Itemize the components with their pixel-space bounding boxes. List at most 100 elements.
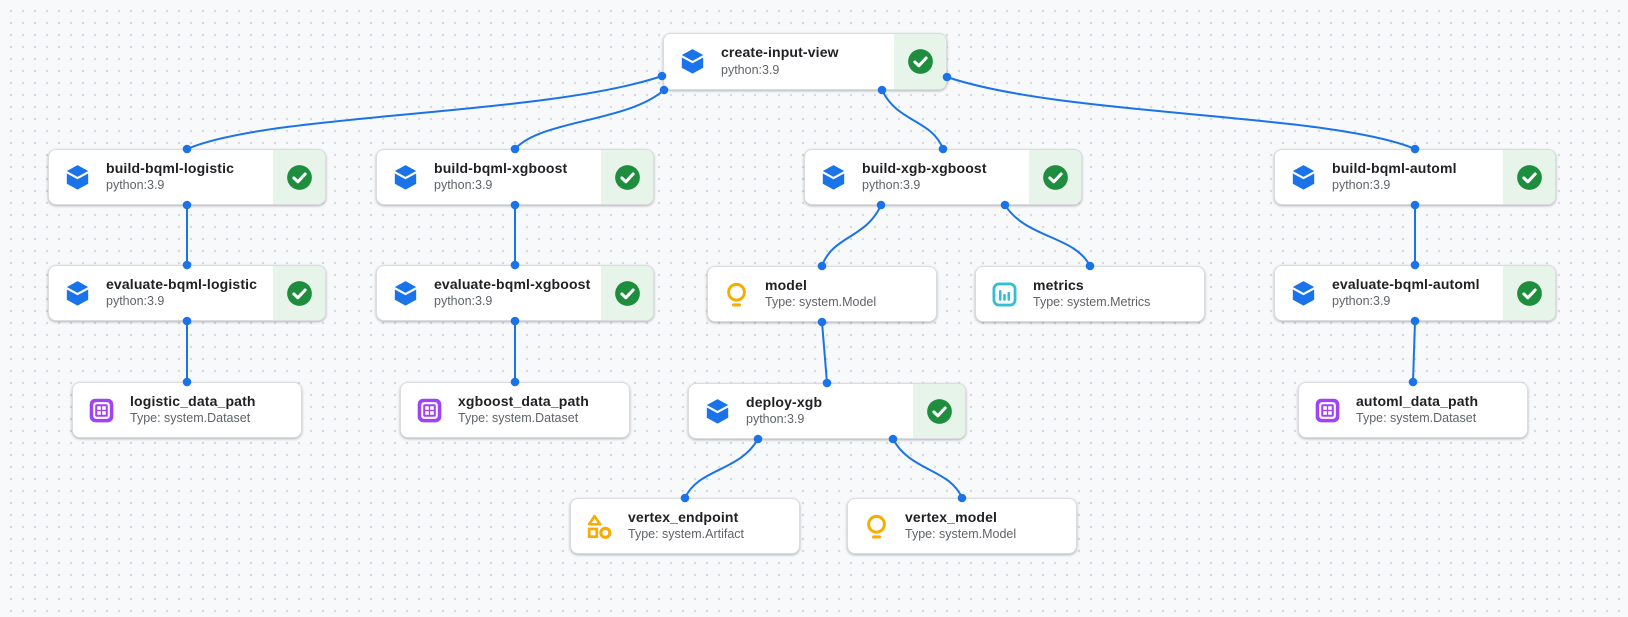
success-check-icon xyxy=(1516,164,1543,191)
pipeline-edge-create-input-view-to-build-bqml-xgboost xyxy=(514,89,665,150)
node-title: create-input-view xyxy=(721,44,839,61)
node-title: model xyxy=(765,276,807,293)
node-title: xgboost_data_path xyxy=(458,392,589,409)
node-subtitle: Type: system.Dataset xyxy=(458,411,579,426)
node-subtitle: python:3.9 xyxy=(434,294,493,309)
pipeline-node-build-bqml-xgboost[interactable]: build-bqml-xgboost python:3.9 xyxy=(376,149,654,205)
dataset-icon xyxy=(1314,397,1341,424)
node-title: evaluate-bqml-automl xyxy=(1332,275,1480,292)
status-succeeded-panel xyxy=(273,150,325,204)
node-subtitle: Type: system.Model xyxy=(765,295,877,310)
node-title: deploy-xgb xyxy=(746,393,823,410)
node-title: logistic_data_path xyxy=(130,392,256,409)
node-subtitle: Type: system.Artifact xyxy=(628,527,745,542)
node-subtitle: Type: system.Dataset xyxy=(1356,411,1477,426)
pipeline-node-evaluate-bqml-automl[interactable]: evaluate-bqml-automl python:3.9 xyxy=(1274,265,1556,321)
node-title: build-bqml-xgboost xyxy=(434,159,568,176)
dataset-icon xyxy=(416,397,443,424)
lightbulb-icon xyxy=(723,281,750,308)
node-subtitle: python:3.9 xyxy=(862,178,921,193)
cube-icon xyxy=(392,280,419,307)
node-text: build-bqml-automl python:3.9 xyxy=(1332,159,1463,193)
status-succeeded-panel xyxy=(1503,266,1555,320)
status-succeeded-panel xyxy=(913,384,965,438)
pipeline-edge-evaluate-bqml-automl-to-automl-data-path xyxy=(1412,320,1416,383)
pipeline-edge-create-input-view-to-build-bqml-logistic xyxy=(186,75,663,150)
node-text: evaluate-bqml-xgboost python:3.9 xyxy=(434,275,596,309)
status-succeeded-panel xyxy=(1503,150,1555,204)
node-subtitle: python:3.9 xyxy=(746,412,805,427)
pipeline-node-build-bqml-automl[interactable]: build-bqml-automl python:3.9 xyxy=(1274,149,1556,205)
pipeline-node-build-xgb-xgboost[interactable]: build-xgb-xgboost python:3.9 xyxy=(804,149,1082,205)
success-check-icon xyxy=(286,164,313,191)
pipeline-node-evaluate-bqml-xgboost[interactable]: evaluate-bqml-xgboost python:3.9 xyxy=(376,265,654,321)
success-check-icon xyxy=(1042,164,1069,191)
node-subtitle: python:3.9 xyxy=(106,178,165,193)
node-title: evaluate-bqml-xgboost xyxy=(434,275,591,292)
cube-icon xyxy=(679,48,706,75)
pipeline-edge-build-xgb-xgboost-to-metrics xyxy=(1004,204,1091,267)
pipeline-edge-build-xgb-xgboost-to-model xyxy=(821,204,882,267)
cube-icon xyxy=(820,164,847,191)
pipeline-edge-create-input-view-to-build-bqml-automl xyxy=(946,76,1416,150)
success-check-icon xyxy=(286,280,313,307)
node-title: build-bqml-automl xyxy=(1332,159,1457,176)
node-text: build-bqml-xgboost python:3.9 xyxy=(434,159,573,193)
cube-icon xyxy=(64,164,91,191)
cube-icon xyxy=(704,398,731,425)
node-title: automl_data_path xyxy=(1356,392,1479,409)
status-succeeded-panel xyxy=(894,34,946,89)
node-title: build-xgb-xgboost xyxy=(862,159,987,176)
node-title: evaluate-bqml-logistic xyxy=(106,275,258,292)
pipeline-node-deploy-xgb[interactable]: deploy-xgb python:3.9 xyxy=(688,383,966,439)
node-text: build-xgb-xgboost python:3.9 xyxy=(862,159,993,193)
node-subtitle: python:3.9 xyxy=(1332,294,1391,309)
status-succeeded-panel xyxy=(1029,150,1081,204)
pipeline-node-evaluate-bqml-logistic[interactable]: evaluate-bqml-logistic python:3.9 xyxy=(48,265,326,321)
success-check-icon xyxy=(926,398,953,425)
lightbulb-icon xyxy=(863,513,890,540)
pipeline-node-build-bqml-logistic[interactable]: build-bqml-logistic python:3.9 xyxy=(48,149,326,205)
node-subtitle: Type: system.Model xyxy=(905,527,1017,542)
pipeline-edge-create-input-view-to-build-xgb-xgboost xyxy=(881,89,944,150)
node-title: build-bqml-logistic xyxy=(106,159,235,176)
node-subtitle: Type: system.Dataset xyxy=(130,411,251,426)
cube-icon xyxy=(1290,164,1317,191)
node-subtitle: python:3.9 xyxy=(721,62,780,77)
node-subtitle: python:3.9 xyxy=(1332,178,1391,193)
node-text: build-bqml-logistic python:3.9 xyxy=(106,159,240,193)
status-succeeded-panel xyxy=(601,150,653,204)
success-check-icon xyxy=(907,48,934,75)
node-text: evaluate-bqml-logistic python:3.9 xyxy=(106,275,263,309)
node-subtitle: python:3.9 xyxy=(106,294,165,309)
node-title: vertex_endpoint xyxy=(628,508,739,525)
node-title: metrics xyxy=(1033,276,1084,293)
success-check-icon xyxy=(1516,280,1543,307)
status-succeeded-panel xyxy=(273,266,325,320)
metrics-icon xyxy=(991,281,1018,308)
cube-icon xyxy=(392,164,419,191)
node-subtitle: python:3.9 xyxy=(434,178,493,193)
dataset-icon xyxy=(88,397,115,424)
node-subtitle: Type: system.Metrics xyxy=(1033,295,1151,310)
node-text: deploy-xgb python:3.9 xyxy=(746,393,828,427)
pipeline-edge-deploy-xgb-to-vertex-model xyxy=(892,438,963,499)
artifact-icon xyxy=(586,513,613,540)
pipeline-edge-model-to-deploy-xgb xyxy=(821,321,828,384)
cube-icon xyxy=(64,280,91,307)
